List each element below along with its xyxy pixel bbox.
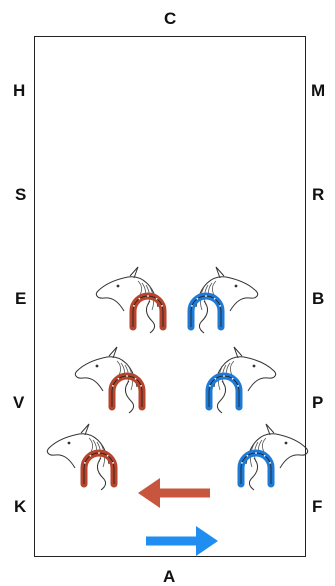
horse-head-horseshoe-icon	[46, 423, 118, 491]
letter-top: C	[164, 9, 177, 28]
horse-head-horseshoe-icon	[74, 346, 146, 414]
letter-right-3: B	[312, 289, 325, 308]
horse-head-horseshoe-icon	[237, 423, 309, 491]
dressage-arena	[34, 36, 306, 557]
letter-right-1: M	[311, 81, 326, 100]
letter-left-1: H	[13, 81, 26, 100]
horse-head-horseshoe-icon	[205, 346, 277, 414]
arrow-right-icon	[146, 526, 218, 556]
letter-left-5: K	[14, 497, 27, 516]
horse-head-horseshoe-icon	[95, 266, 167, 334]
letter-right-2: R	[312, 185, 325, 204]
letter-right-4: P	[312, 393, 324, 412]
horse-head-horseshoe-icon	[187, 266, 259, 334]
letter-right-5: F	[312, 497, 323, 516]
arrow-left-icon	[138, 478, 210, 508]
letter-left-4: V	[13, 393, 25, 412]
letter-left-3: E	[15, 289, 27, 308]
letter-bottom: A	[163, 567, 176, 586]
letter-left-2: S	[15, 185, 27, 204]
